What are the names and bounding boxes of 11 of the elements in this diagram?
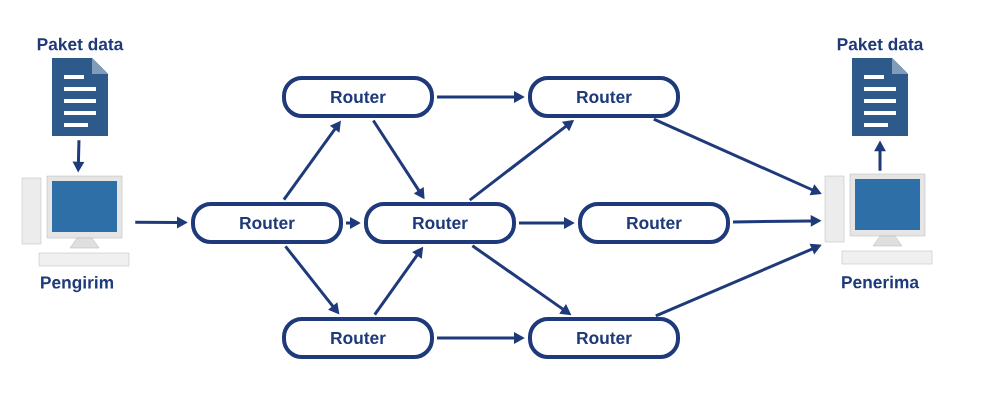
router-box: Router (528, 76, 680, 118)
router-box: Router (282, 317, 434, 359)
node-label: Pengirim (41, 275, 113, 293)
node-label: Paket data (37, 37, 124, 51)
router-box: Router (364, 202, 516, 244)
router-box: Router (282, 76, 434, 118)
node-label: Penerima (842, 275, 920, 289)
router-box: Router (191, 202, 343, 244)
node-label: Paket data (837, 37, 924, 51)
router-box: Router (528, 317, 680, 359)
router-box: Router (578, 202, 730, 244)
